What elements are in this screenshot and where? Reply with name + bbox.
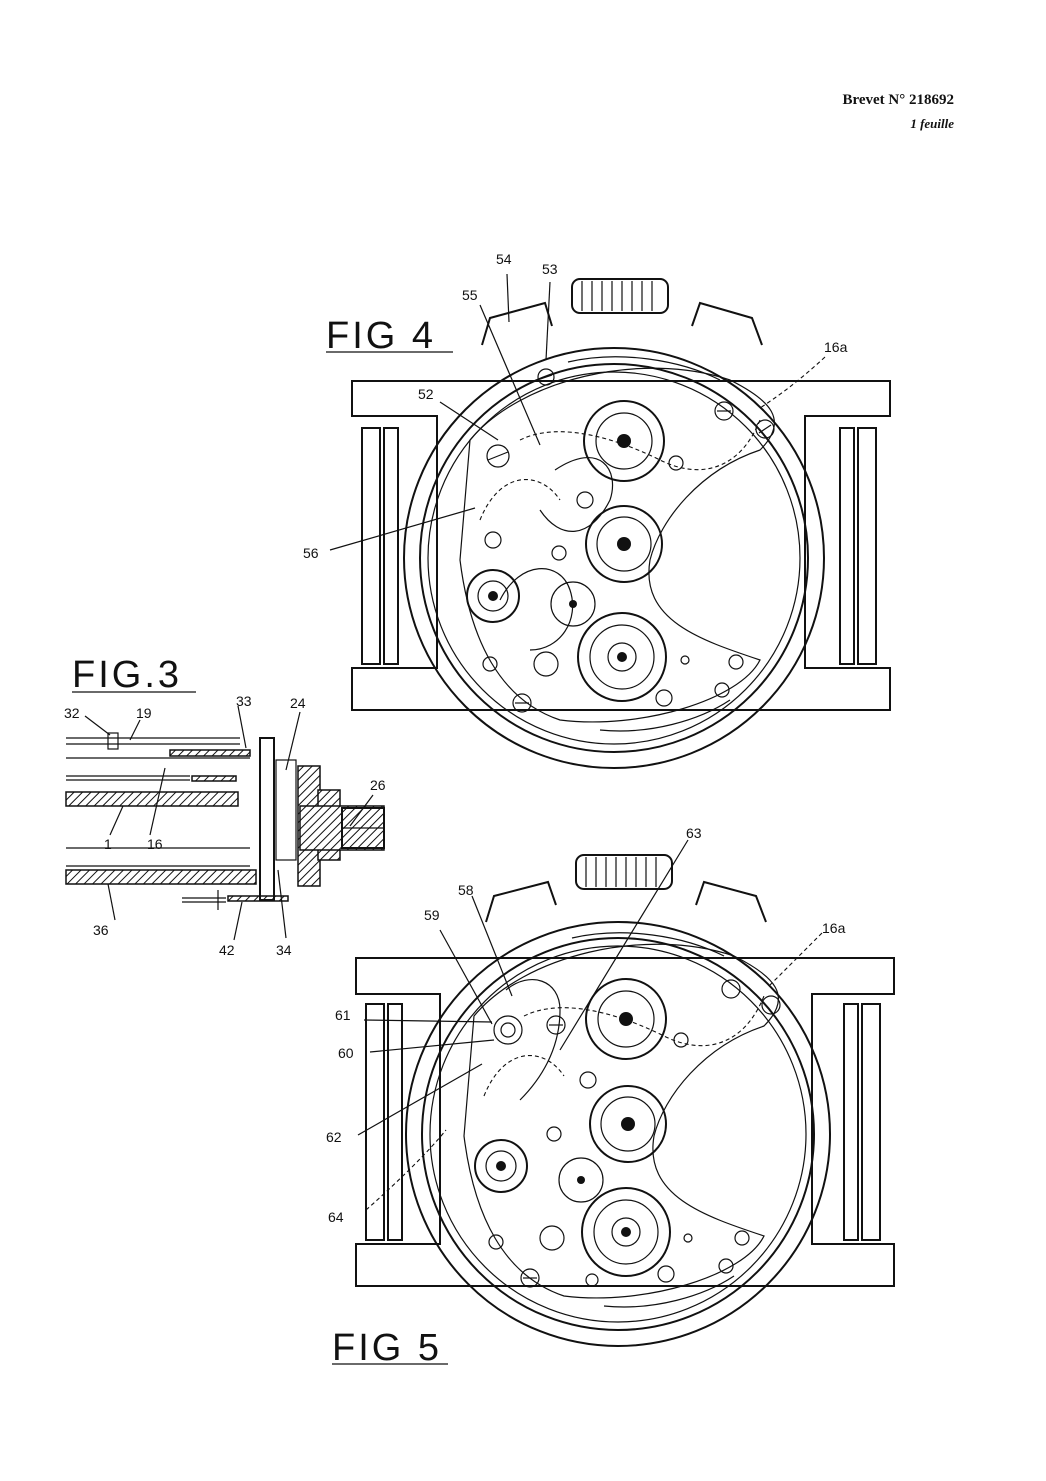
fig3-ref-42: 42 (219, 942, 235, 958)
fig3-ref-24: 24 (290, 695, 306, 711)
fig3-ref-26: 26 (370, 777, 386, 793)
fig4-ref-52: 52 (418, 386, 434, 402)
fig4-label: FIG 4 (326, 315, 436, 357)
fig5-strap-right-b (843, 1003, 859, 1241)
fig5-wheel-top (585, 978, 667, 1060)
fig3-ref-36: 36 (93, 922, 109, 938)
fig4-strap-left-a (361, 427, 381, 665)
fig5-ref-61: 61 (335, 1007, 351, 1023)
fig5-column-wheel (474, 1139, 528, 1193)
fig4-bezel (403, 347, 825, 769)
fig4-pusher-right (691, 301, 763, 346)
fig4-case (351, 380, 891, 711)
patent-number: Brevet N° 218692 (842, 92, 954, 108)
fig4-wheel-top (583, 400, 665, 482)
fig4-strap-right-b (839, 427, 855, 665)
fig4-crown (571, 278, 669, 314)
fig5-ref-62: 62 (326, 1129, 342, 1145)
fig5-ref-16a: 16a (822, 920, 846, 936)
fig5-ref-58: 58 (458, 882, 474, 898)
fig5-strap-left-a (365, 1003, 385, 1241)
fig3-ref-32: 32 (64, 705, 80, 721)
fig5-pusher-right (695, 880, 767, 923)
fig4-ref-53: 53 (542, 261, 558, 277)
fig4-watch-drawing (351, 278, 891, 769)
fig5-ref-60: 60 (338, 1045, 354, 1061)
fig4-wheel-lower (577, 612, 667, 702)
fig4-ref-56: 56 (303, 545, 319, 561)
fig3-ref-33: 33 (236, 693, 252, 709)
fig5-strap-right-a (861, 1003, 881, 1241)
fig5-ref-64: 64 (328, 1209, 344, 1225)
fig5-wheel-lower (581, 1187, 671, 1277)
fig5-wheel-middle (589, 1085, 667, 1163)
fig5-watch-drawing (355, 854, 895, 1347)
fig4-column-wheel (466, 569, 520, 623)
fig4-pusher-left (481, 301, 553, 346)
fig3-ref-34: 34 (276, 942, 292, 958)
fig5-case (355, 957, 895, 1287)
fig5-strap-left-b (387, 1003, 403, 1241)
fig3-label: FIG.3 (72, 654, 182, 696)
fig5-label: FIG 5 (332, 1327, 442, 1369)
fig4-strap-left-b (383, 427, 399, 665)
fig5-bezel (405, 921, 831, 1347)
fig3-section-drawing: FIG.3 (64, 654, 386, 958)
fig3-ref-16: 16 (147, 836, 163, 852)
fig5-ref-63: 63 (686, 825, 702, 841)
fig5-crown (575, 854, 673, 890)
fig4-strap-right-a (857, 427, 877, 665)
fig4-ref-54: 54 (496, 251, 512, 267)
fig3-ref-19: 19 (136, 705, 152, 721)
fig5-ref-59: 59 (424, 907, 440, 923)
fig4-ref-16a: 16a (824, 339, 848, 355)
fig3-ref-1: 1 (104, 836, 112, 852)
fig4-wheel-middle (585, 505, 663, 583)
fig5-pusher-left (485, 880, 557, 923)
fig4-ref-55: 55 (462, 287, 478, 303)
sheet-count: 1 feuille (910, 116, 954, 131)
